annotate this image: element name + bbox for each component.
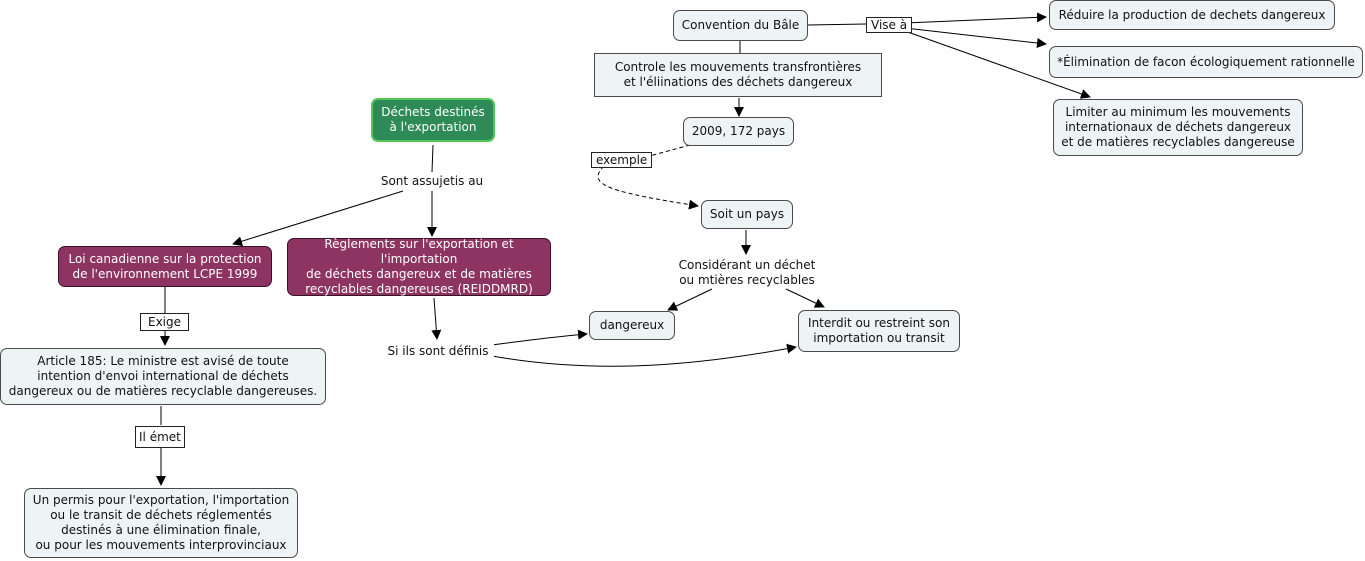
node-article-185[interactable]: Article 185: Le ministre est avisé de to… bbox=[0, 348, 326, 405]
edge-convention-vise bbox=[807, 23, 867, 26]
tag-exemple[interactable]: exemple bbox=[591, 152, 653, 168]
edge-si-dangereux bbox=[491, 329, 588, 346]
node-dangereux[interactable]: dangereux bbox=[589, 311, 675, 340]
edge-vise-limiter bbox=[904, 30, 1091, 99]
node-reglements-reiddmrd[interactable]: Règlements sur l'exportation et l'import… bbox=[287, 237, 551, 296]
label-considerant-dechet: Considérant un déchet ou mtières recycla… bbox=[672, 258, 822, 288]
node-soit-un-pays[interactable]: Soit un pays bbox=[701, 200, 793, 229]
edge-reglements-si bbox=[431, 297, 442, 340]
node-elimination-ecologique[interactable]: *Élimination de facon écologiquement rat… bbox=[1049, 46, 1363, 78]
edge-considerant-interdit bbox=[785, 288, 825, 308]
edge-dechets-assujetis bbox=[431, 144, 434, 173]
node-controle-mouvements[interactable]: Controle les mouvements transfrontières … bbox=[594, 53, 882, 97]
edge-vise-reduire bbox=[904, 12, 1047, 24]
edge-2009-exemple bbox=[645, 144, 691, 158]
node-permis[interactable]: Un permis pour l'exportation, l'importat… bbox=[24, 488, 298, 558]
edge-vise-elimination bbox=[904, 27, 1047, 48]
tag-vise-a[interactable]: Vise à bbox=[866, 17, 913, 33]
node-interdit-restreint[interactable]: Interdit ou restreint son importation ou… bbox=[798, 310, 960, 352]
node-limiter-mouvements[interactable]: Limiter au minimum les mouvements intern… bbox=[1053, 99, 1303, 156]
tag-il-emet[interactable]: Il émet bbox=[135, 426, 185, 448]
node-loi-canadienne[interactable]: Loi canadienne sur la protection de l'en… bbox=[58, 246, 272, 287]
edge-si-interdit bbox=[491, 343, 797, 367]
node-2009-172-pays[interactable]: 2009, 172 pays bbox=[683, 117, 794, 146]
node-dechets-exportation[interactable]: Déchets destinés à l'exportation bbox=[371, 98, 495, 142]
edge-assujetis-loi bbox=[232, 190, 404, 247]
node-reduire-production[interactable]: Réduire la production de dechets dangere… bbox=[1049, 0, 1335, 30]
tag-exige[interactable]: Exige bbox=[140, 313, 190, 331]
edge-considerant-dangereux bbox=[667, 288, 713, 311]
edge-exemple-soitpays bbox=[597, 165, 699, 210]
label-si-ils-sont-definis: Si ils sont définis bbox=[382, 344, 494, 359]
node-convention-bale[interactable]: Convention du Bâle bbox=[673, 10, 808, 41]
label-sont-assujetis: Sont assujetis au bbox=[374, 174, 490, 189]
